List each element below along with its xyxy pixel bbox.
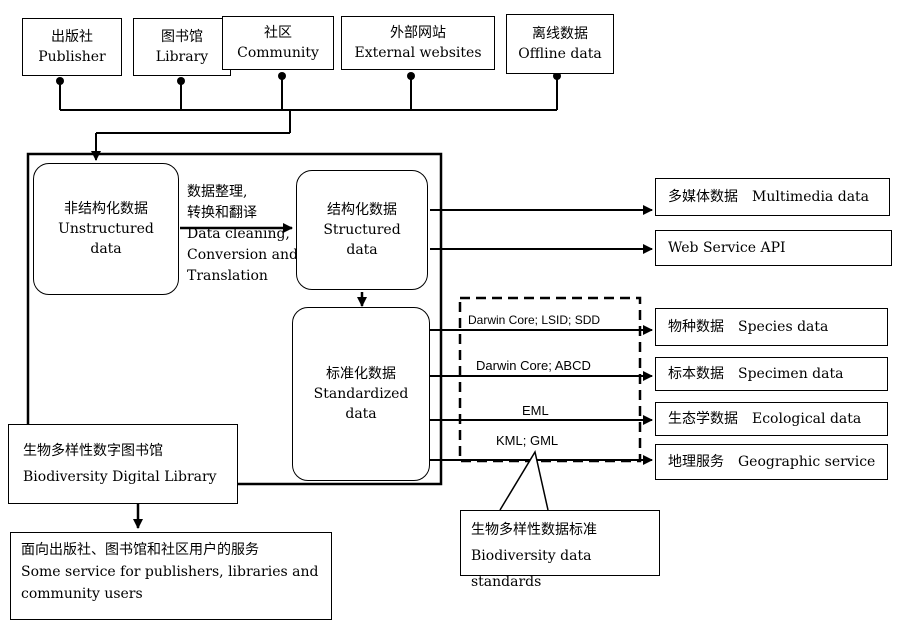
source-offline: 离线数据 Offline data — [506, 14, 614, 74]
standard-darwin-lsid-sdd: Darwin Core; LSID; SDD — [468, 313, 601, 327]
unstructured-data: 非结构化数据 Unstructured data — [33, 163, 179, 295]
species-en: Species data — [738, 319, 829, 335]
biodiversity-digital-library: 生物多样性数字图书馆 Biodiversity Digital Library — [8, 424, 238, 504]
geographic-en: Geographic service — [738, 454, 876, 470]
offline-zh: 离线数据 — [532, 26, 588, 42]
process-line3: Data cleaning, — [187, 226, 290, 242]
standards-callout — [499, 450, 549, 511]
source-publisher: 出版社 Publisher — [22, 18, 122, 76]
library-box-zh: 生物多样性数字图书馆 — [23, 443, 163, 459]
structured-en2: data — [346, 242, 378, 258]
unstructured-en1: Unstructured — [58, 221, 154, 237]
standards-group-frame — [458, 296, 642, 463]
library-box-en: Biodiversity Digital Library — [23, 469, 217, 485]
output-webapi: Web Service API — [655, 230, 892, 266]
specimen-en: Specimen data — [738, 366, 844, 382]
unstructured-zh: 非结构化数据 — [64, 201, 148, 217]
service-zh: 面向出版社、图书馆和社区用户的服务 — [21, 542, 259, 558]
species-zh: 物种数据 — [668, 319, 724, 335]
process-line2: 转换和翻译 — [187, 205, 257, 221]
source-bus — [59, 76, 558, 161]
structured-data: 结构化数据 Structured data — [296, 170, 428, 290]
process-line1: 数据整理, — [187, 184, 248, 200]
webapi-en: Web Service API — [668, 240, 786, 256]
source-external: 外部网站 External websites — [341, 16, 495, 70]
output-multimedia: 多媒体数据 Multimedia data — [655, 178, 890, 216]
multimedia-en: Multimedia data — [752, 189, 870, 205]
structured-en1: Structured — [323, 222, 401, 238]
service-en2: community users — [21, 586, 143, 602]
standardized-en1: Standardized — [313, 386, 409, 402]
specimen-zh: 标本数据 — [668, 366, 724, 382]
unstructured-en2: data — [90, 241, 122, 257]
structured-zh: 结构化数据 — [327, 202, 397, 218]
output-species: 物种数据 Species data — [655, 308, 888, 346]
output-specimen: 标本数据 Specimen data — [655, 357, 888, 391]
ecological-en: Ecological data — [752, 411, 862, 427]
library-zh: 图书馆 — [161, 29, 203, 45]
publisher-zh: 出版社 — [51, 29, 93, 45]
process-line4: Conversion and — [187, 247, 298, 263]
standardized-en2: data — [345, 406, 377, 422]
source-library: 图书馆 Library — [133, 18, 231, 76]
ecological-zh: 生态学数据 — [668, 411, 738, 427]
service-en1: Some service for publishers, libraries a… — [21, 564, 319, 580]
community-zh: 社区 — [264, 25, 292, 41]
multimedia-zh: 多媒体数据 — [668, 189, 738, 205]
user-service: 面向出版社、图书馆和社区用户的服务 Some service for publi… — [10, 532, 332, 620]
standardized-zh: 标准化数据 — [326, 366, 396, 382]
community-en: Community — [237, 45, 319, 61]
offline-en: Offline data — [518, 46, 602, 62]
standard-kml-gml: KML; GML — [496, 433, 559, 448]
geographic-zh: 地理服务 — [668, 454, 724, 470]
process-label: 数据整理, 转换和翻译 Data cleaning, Conversion an… — [187, 182, 298, 287]
external-en: External websites — [354, 45, 482, 61]
publisher-en: Publisher — [38, 49, 106, 65]
source-community: 社区 Community — [222, 16, 334, 70]
standard-darwin-abcd: Darwin Core; ABCD — [476, 358, 591, 373]
external-zh: 外部网站 — [390, 25, 446, 41]
standardized-data: 标准化数据 Standardized data — [292, 307, 430, 481]
output-geographic: 地理服务 Geographic service — [655, 444, 888, 480]
standards-box-zh: 生物多样性数据标准 — [471, 522, 597, 538]
library-en: Library — [155, 49, 209, 65]
standard-eml: EML — [522, 403, 549, 418]
bus-dots — [56, 72, 561, 85]
output-ecological: 生态学数据 Ecological data — [655, 402, 888, 436]
standards-box: 生物多样性数据标准 Biodiversity data standards — [460, 510, 660, 590]
standards-box-en: Biodiversity data standards — [471, 548, 592, 590]
process-line5: Translation — [187, 268, 268, 284]
